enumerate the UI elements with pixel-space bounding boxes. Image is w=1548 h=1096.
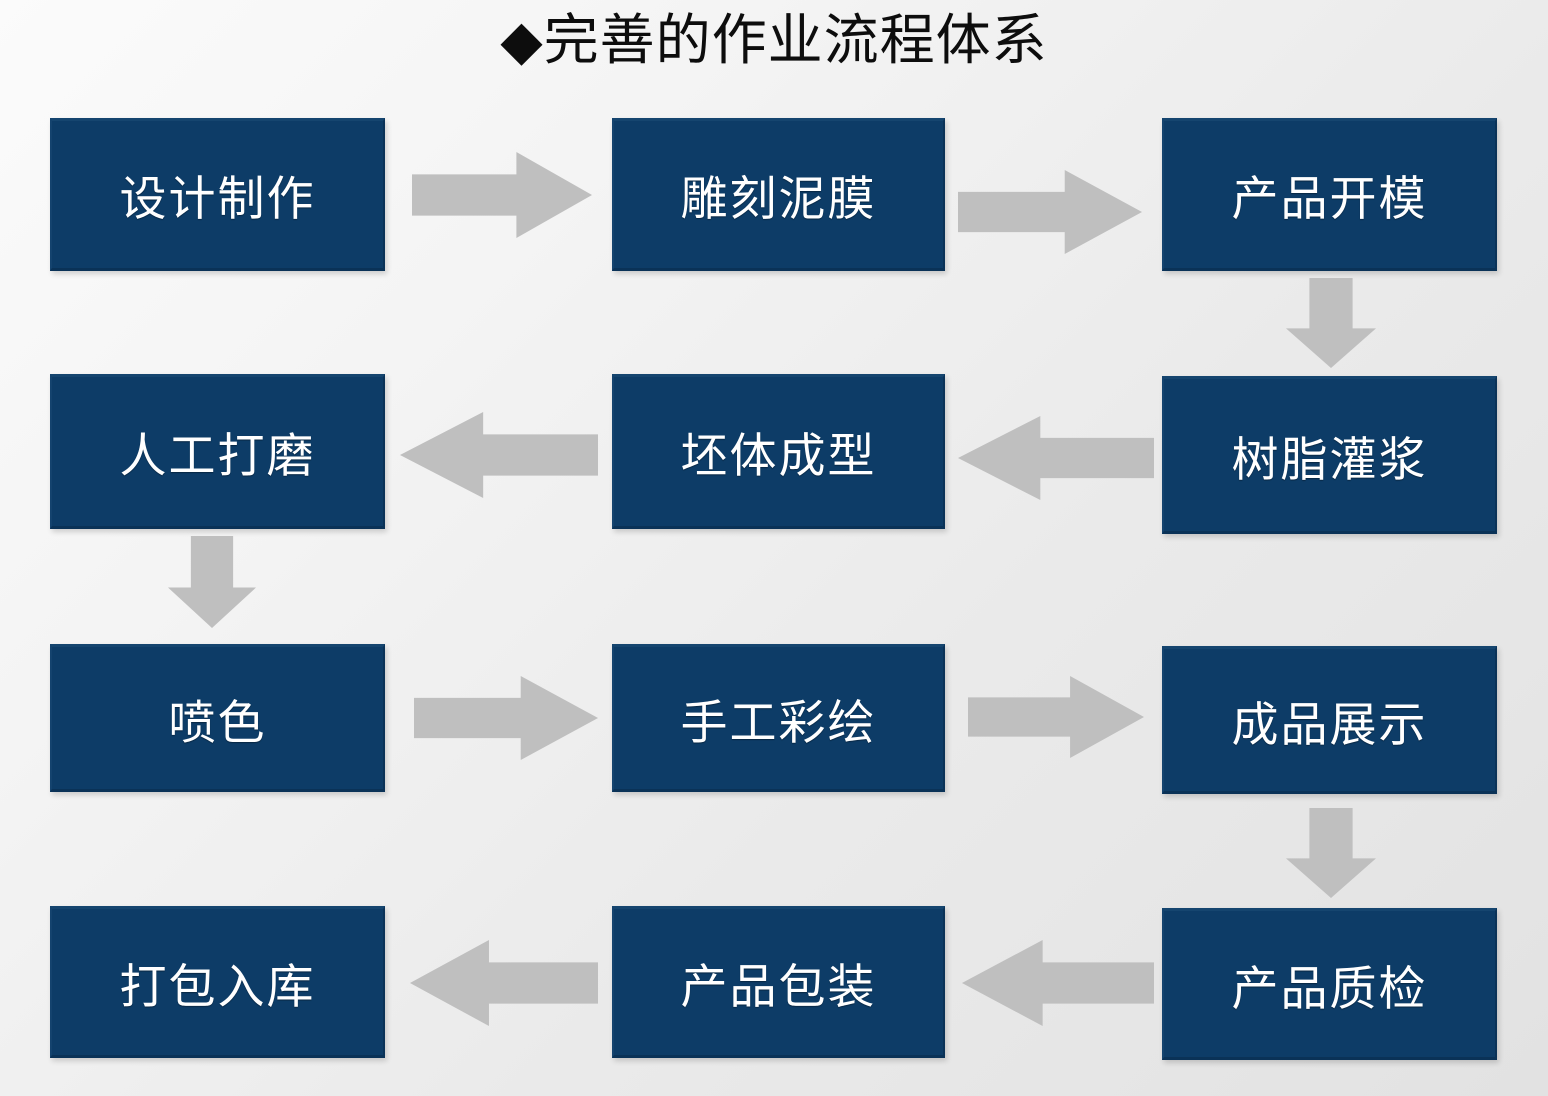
process-node-label: 人工打磨 [119,429,316,482]
process-node-body-forming[interactable]: 坯体成型 [612,374,945,529]
page-title-text: ◆完善的作业流程体系 [500,10,1048,71]
arrow-down-icon [1286,278,1376,368]
process-node-product-packaging[interactable]: 产品包装 [612,906,945,1058]
arrow-right-icon [968,676,1144,758]
page-title: ◆完善的作业流程体系 [0,12,1548,70]
arrow-left-icon [400,412,598,498]
process-node-carving[interactable]: 雕刻泥膜 [612,118,945,271]
process-node-label: 产品包装 [680,959,877,1013]
process-node-hand-polishing[interactable]: 人工打磨 [50,374,385,529]
process-node-molding[interactable]: 产品开模 [1162,118,1497,271]
process-node-quality-inspection[interactable]: 产品质检 [1162,908,1497,1060]
process-node-hand-painting[interactable]: 手工彩绘 [612,644,945,792]
process-node-label: 树脂灌浆 [1231,432,1428,486]
process-node-label: 坯体成型 [680,429,877,482]
arrow-right-icon [414,676,598,760]
arrow-left-icon [958,416,1154,500]
arrow-down-icon [168,536,256,628]
process-node-label: 产品质检 [1231,961,1428,1015]
process-node-finished-display[interactable]: 成品展示 [1162,646,1497,794]
process-node-label: 设计制作 [119,172,316,225]
arrow-right-icon [412,152,592,238]
arrow-left-icon [962,940,1154,1026]
process-node-resin-grouting[interactable]: 树脂灌浆 [1162,376,1497,534]
process-node-design[interactable]: 设计制作 [50,118,385,271]
process-node-label: 雕刻泥膜 [680,172,877,225]
process-node-spray-coloring[interactable]: 喷色 [50,644,385,792]
process-node-label: 成品展示 [1231,697,1428,751]
process-node-packing-storage[interactable]: 打包入库 [50,906,385,1058]
process-node-label: 喷色 [168,695,267,749]
arrow-left-icon [410,940,598,1026]
process-node-label: 手工彩绘 [680,695,877,749]
arrow-right-icon [958,170,1142,254]
process-node-label: 产品开模 [1231,172,1428,225]
process-node-label: 打包入库 [119,959,316,1013]
arrow-down-icon [1286,808,1376,898]
